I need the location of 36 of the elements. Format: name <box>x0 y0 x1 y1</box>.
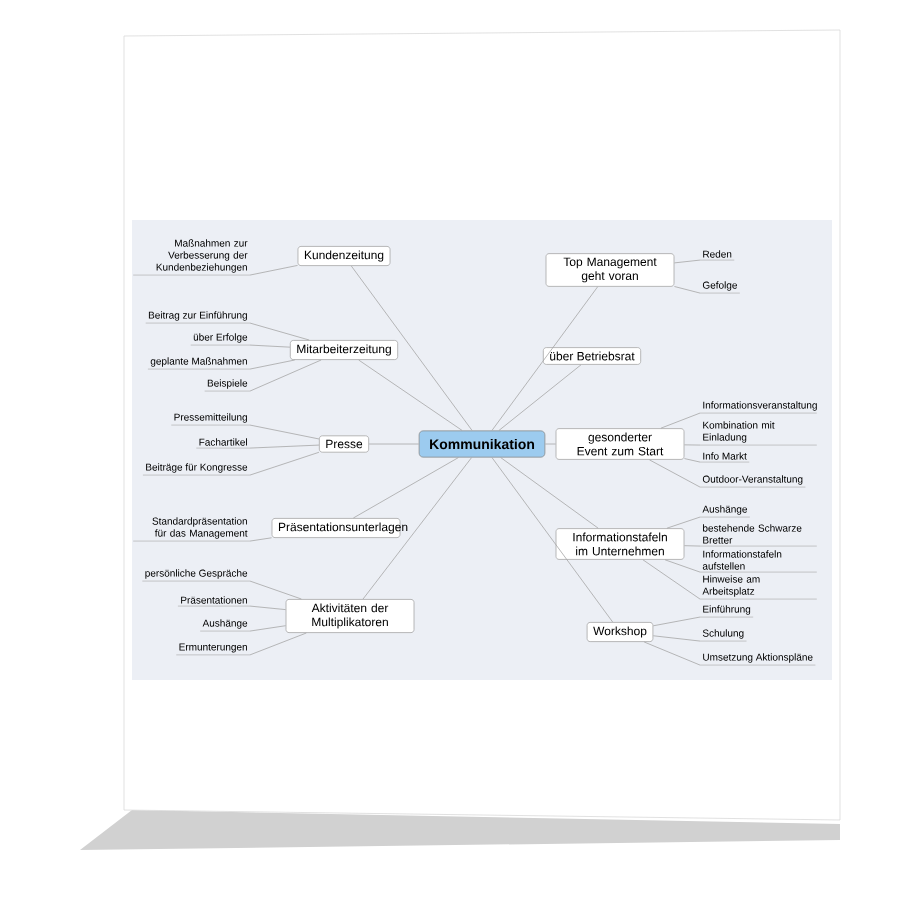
connector-line <box>684 444 701 446</box>
connector-line <box>491 286 599 431</box>
connector-line <box>674 286 701 294</box>
connector-line <box>352 457 459 519</box>
connector-line <box>498 364 582 431</box>
connector-line <box>249 580 302 600</box>
connector-line <box>350 265 473 431</box>
connector-line <box>249 605 286 610</box>
connector-line <box>500 457 599 529</box>
connector-line <box>652 635 701 642</box>
connector-line <box>362 457 472 600</box>
connector-line <box>666 516 701 529</box>
connector-line <box>249 451 320 476</box>
connector-line <box>249 537 272 542</box>
connector-line <box>544 443 556 445</box>
connector-line <box>643 641 701 666</box>
connector-line <box>368 443 420 445</box>
connector-line <box>648 459 701 488</box>
connector-line <box>674 259 701 264</box>
connector-line <box>249 625 286 632</box>
connector-line <box>249 265 298 276</box>
connector-line <box>642 559 701 600</box>
connector-line <box>249 424 320 440</box>
connector-line <box>684 458 701 463</box>
connector-line <box>249 632 307 656</box>
connector-line <box>249 344 291 348</box>
connector-line <box>491 457 614 623</box>
connector-line <box>249 359 322 392</box>
connector-line <box>358 359 463 431</box>
connector-line <box>652 616 701 627</box>
connector-line <box>664 559 701 573</box>
connector-line <box>684 545 701 547</box>
connector-line <box>249 359 296 370</box>
connector-line <box>249 444 320 449</box>
connector-line <box>249 322 310 341</box>
connector-line <box>660 412 701 429</box>
